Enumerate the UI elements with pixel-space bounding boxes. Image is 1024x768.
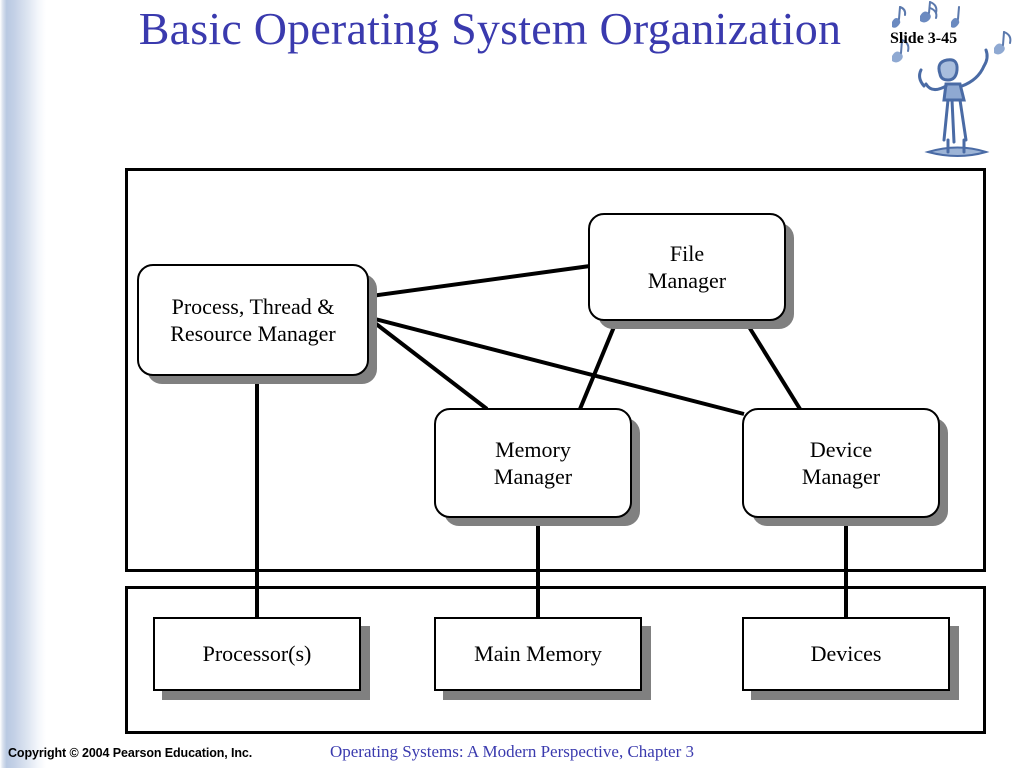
- operating-system-layer-frame: [125, 168, 986, 572]
- node-process-thread-resource-manager[interactable]: Process, Thread & Resource Manager: [137, 264, 369, 376]
- slide-number-label: Slide 3-45: [890, 30, 958, 47]
- node-label: File Manager: [642, 240, 732, 295]
- node-label: Main Memory: [474, 641, 602, 667]
- footer-citation: Operating Systems: A Modern Perspective,…: [329, 742, 695, 761]
- node-label: Device Manager: [796, 436, 886, 491]
- node-label: Devices: [810, 641, 882, 667]
- node-file-manager[interactable]: File Manager: [588, 213, 786, 321]
- footer-copyright: Copyright © 2004 Pearson Education, Inc.: [8, 746, 253, 760]
- left-gradient-strip: [0, 0, 46, 768]
- node-label-line2: Resource Manager: [170, 321, 336, 346]
- node-label: Memory Manager: [488, 436, 578, 491]
- node-label: Processor(s): [202, 641, 312, 667]
- music-note-icon: [994, 31, 1012, 55]
- node-label-line1: File: [669, 240, 705, 266]
- node-label-line2: Manager: [647, 268, 727, 293]
- music-note-icon: [920, 1, 938, 23]
- hardware-layer-frame: [125, 586, 986, 734]
- node-label-line1: Device: [809, 436, 873, 462]
- music-note-icon: [892, 6, 907, 28]
- music-note-icon: [892, 39, 910, 63]
- node-label: Process, Thread & Resource Manager: [164, 293, 342, 348]
- node-memory-manager[interactable]: Memory Manager: [434, 408, 632, 518]
- node-label-line2: Manager: [801, 464, 881, 489]
- orchestra-conductor-icon: [892, 1, 1012, 157]
- node-label-line1: Process, Thread &: [171, 293, 335, 319]
- node-label-line1: Memory: [495, 436, 571, 462]
- node-label-line2: Manager: [493, 464, 573, 489]
- node-device-manager[interactable]: Device Manager: [742, 408, 940, 518]
- slide-logo-area: Slide 3-45: [876, 0, 1016, 175]
- node-processors[interactable]: Processor(s): [153, 617, 361, 691]
- node-main-memory[interactable]: Main Memory: [434, 617, 642, 691]
- music-note-icon: [951, 6, 960, 28]
- page-title: Basic Operating System Organization: [138, 3, 842, 54]
- node-devices[interactable]: Devices: [742, 617, 950, 691]
